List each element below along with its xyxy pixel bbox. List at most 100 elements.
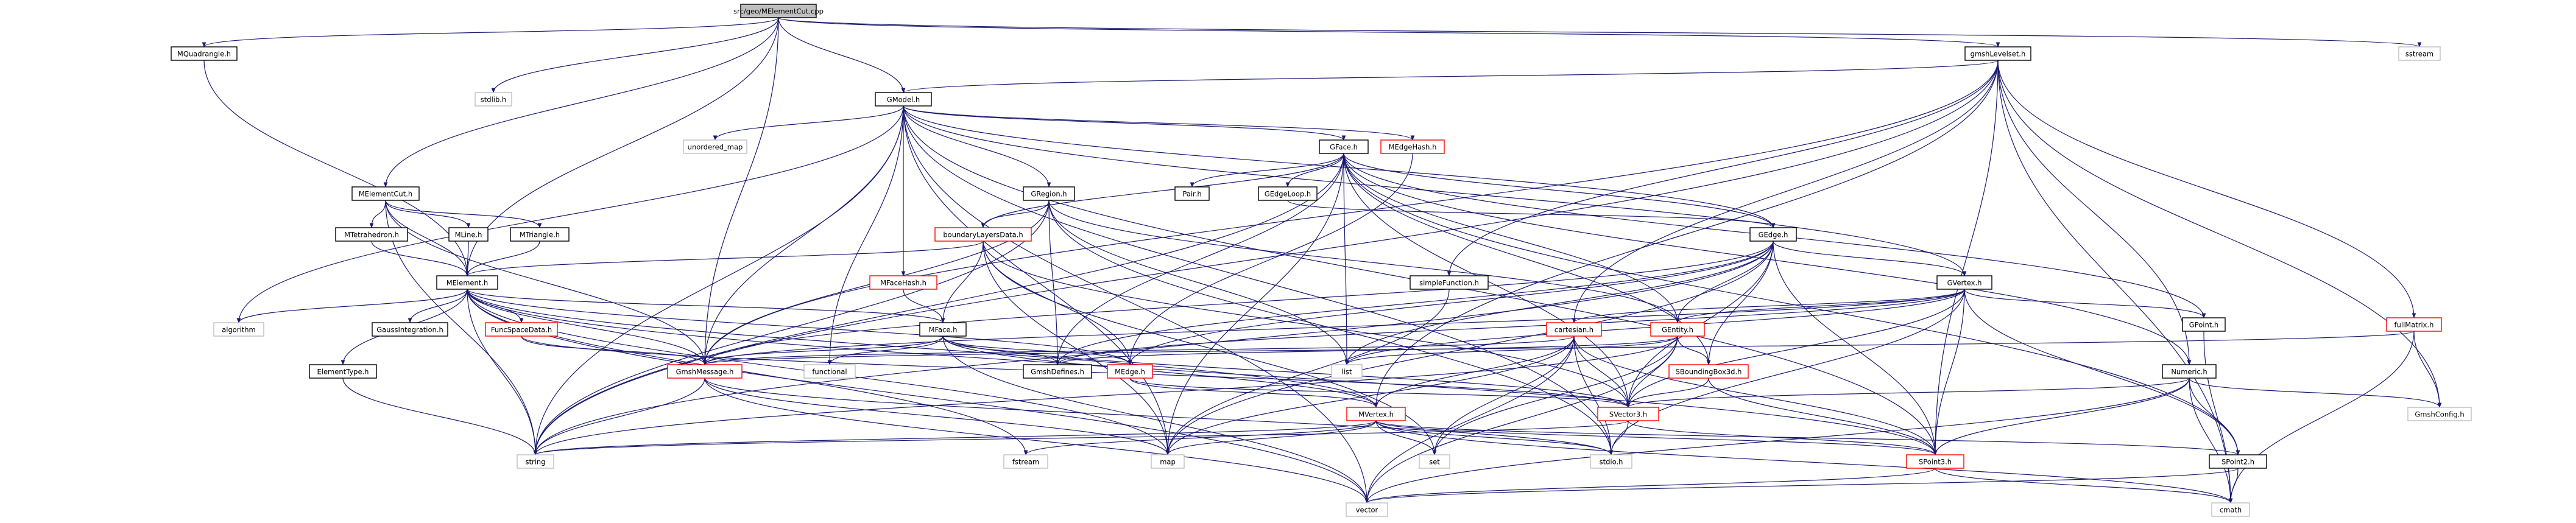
file-node-fullmatrix[interactable]: fullMatrix.h — [2386, 317, 2442, 332]
include-edge-gmshmsg-to-stdio — [704, 377, 1614, 455]
file-node-pair[interactable]: Pair.h — [1174, 186, 1210, 201]
file-node-box — [2211, 502, 2250, 517]
file-node-label: sstream — [2405, 50, 2433, 58]
file-node-cartesian[interactable]: cartesian.h — [1546, 322, 1602, 337]
file-node-label: simpleFunction.h — [1419, 279, 1479, 287]
file-node-gaussint[interactable]: GaussIntegration.h — [372, 322, 448, 337]
file-node-spoint2[interactable]: SPoint2.h — [2209, 454, 2267, 469]
include-edge-gmodel-to-string — [533, 105, 904, 455]
include-edge-gregion-to-string — [533, 200, 1050, 455]
include-edge-gregion-to-list — [1048, 200, 1349, 365]
include-edge-mface-to-gmshmsg — [702, 335, 944, 365]
file-node-gpoint[interactable]: GPoint.h — [2182, 317, 2226, 332]
file-node-box — [485, 322, 558, 337]
file-node-label: fstream — [1012, 458, 1039, 466]
include-edge-fullmatrix-to-cmath — [2228, 331, 2415, 504]
file-node-sbbox[interactable]: SBoundingBox3d.h — [1668, 364, 1749, 379]
file-node-spoint3[interactable]: SPoint3.h — [1906, 454, 1964, 469]
file-node-medge[interactable]: MEdge.h — [1107, 364, 1153, 379]
include-edge-gmodel-to-gedge — [903, 105, 1776, 228]
file-node-melement[interactable]: MElement.h — [436, 275, 498, 290]
file-node-map: map — [1151, 454, 1185, 469]
file-node-label: src/geo/MElementCut.cpp — [733, 7, 824, 16]
file-node-label: MElementCut.h — [359, 190, 412, 198]
include-edge-gmshmsg-to-string — [533, 377, 705, 455]
file-node-box — [1023, 364, 1092, 379]
file-node-box — [2209, 454, 2267, 469]
file-node-blayers[interactable]: boundaryLayersData.h — [934, 227, 1032, 242]
include-edge-numeric-to-cmath — [2189, 377, 2233, 504]
file-node-box — [2398, 46, 2441, 61]
include-edge-gmodel-to-map — [903, 105, 1170, 455]
file-node-elemtype[interactable]: ElementType.h — [309, 364, 377, 379]
include-edge-gmodel-to-gvertex — [903, 105, 1967, 276]
file-node-label: GFace.h — [1330, 143, 1358, 152]
file-node-box — [1419, 454, 1450, 469]
file-node-gregion[interactable]: GRegion.h — [1023, 186, 1075, 201]
file-node-label: GmshDefines.h — [1031, 368, 1084, 376]
file-node-label: MEdge.h — [1115, 368, 1145, 376]
file-node-mface[interactable]: MFace.h — [919, 322, 967, 337]
file-node-label: SVector3.h — [1609, 410, 1647, 419]
include-edge-gedge-to-medge — [1127, 240, 1774, 365]
include-edge-gentity-to-string — [533, 335, 1678, 455]
file-node-label: Pair.h — [1182, 190, 1201, 198]
include-edge-svector3-to-string — [534, 420, 1629, 455]
include-edge-gmodel-to-gface — [903, 105, 1346, 141]
include-edge-spoint2-to-cmath — [2228, 468, 2239, 504]
file-node-label: set — [1429, 458, 1440, 466]
include-edge-mface-to-svector3 — [942, 335, 1631, 408]
file-node-numeric[interactable]: Numeric.h — [2162, 364, 2217, 379]
include-edge-medgehash-to-medge — [1127, 153, 1413, 365]
file-node-mvertex[interactable]: MVertex.h — [1346, 407, 1406, 421]
include-edge-gmodel-to-functional — [827, 105, 904, 365]
file-node-mtri[interactable]: MTriangle.h — [510, 227, 570, 242]
include-edge-mtetra-to-melement — [371, 240, 470, 276]
include-edge-root-to-mecut — [383, 17, 779, 188]
file-node-gmshmsg[interactable]: GmshMessage.h — [667, 364, 743, 379]
file-node-label: MTetrahedron.h — [344, 231, 399, 239]
file-node-gface[interactable]: GFace.h — [1319, 139, 1369, 154]
file-node-gmodel[interactable]: GModel.h — [875, 92, 932, 107]
file-node-mecut[interactable]: MElementCut.h — [351, 186, 420, 201]
include-edge-gmshlev-to-spoint3 — [1933, 60, 1999, 455]
file-node-gedgeloop[interactable]: GEdgeLoop.h — [1258, 186, 1318, 201]
file-node-funcspace[interactable]: FuncSpaceData.h — [485, 322, 558, 337]
file-node-box — [1964, 46, 2031, 61]
include-edge-sbbox-to-spoint3 — [1708, 377, 1938, 455]
file-node-string: string — [517, 454, 554, 469]
file-node-medgehash[interactable]: MEdgeHash.h — [1380, 139, 1445, 154]
include-edge-gface-to-gedge — [1343, 153, 1776, 228]
file-node-gmshlev[interactable]: gmshLevelset.h — [1964, 46, 2031, 61]
include-edge-gface-to-pair — [1190, 153, 1344, 188]
include-edge-gface-to-blayers — [981, 153, 1344, 228]
include-edge-numeric-to-svector3 — [1626, 377, 2190, 408]
file-node-gedge[interactable]: GEdge.h — [1749, 227, 1797, 242]
file-node-gmshdef[interactable]: GmshDefines.h — [1023, 364, 1092, 379]
file-node-simplefn[interactable]: simpleFunction.h — [1410, 275, 1489, 290]
file-node-label: GmshMessage.h — [676, 368, 734, 376]
file-node-box — [740, 4, 817, 18]
file-node-mline[interactable]: MLine.h — [448, 227, 489, 242]
file-node-label: ElementType.h — [317, 368, 369, 376]
file-node-gentity[interactable]: GEntity.h — [1650, 322, 1705, 337]
file-node-mtetra[interactable]: MTetrahedron.h — [335, 227, 408, 242]
file-node-box — [1346, 407, 1406, 421]
file-node-mquad[interactable]: MQuadrangle.h — [171, 46, 238, 61]
file-node-label: GEdge.h — [1759, 231, 1788, 239]
file-node-mfacehash[interactable]: MFaceHash.h — [869, 275, 937, 290]
include-edge-gedgeloop-to-gedge — [1287, 200, 1776, 228]
file-node-box — [1749, 227, 1797, 242]
include-edge-root-to-gmshlev — [778, 17, 2000, 47]
file-node-gvertex[interactable]: GVertex.h — [1936, 275, 1992, 290]
file-node-box — [1003, 454, 1048, 469]
file-node-box — [1650, 322, 1705, 337]
include-edge-gmshlev-to-simplefn — [1447, 60, 1999, 276]
include-edge-gedge-to-spoint3 — [1773, 240, 1938, 455]
file-node-sstream: sstream — [2398, 46, 2441, 61]
include-edge-blayers-to-svector3 — [983, 240, 1631, 408]
include-edge-root-to-stdlib — [491, 17, 779, 93]
include-edge-funcspace-to-gmshmsg — [521, 335, 707, 365]
file-node-box — [1597, 407, 1659, 421]
file-node-svector3[interactable]: SVector3.h — [1597, 407, 1659, 421]
